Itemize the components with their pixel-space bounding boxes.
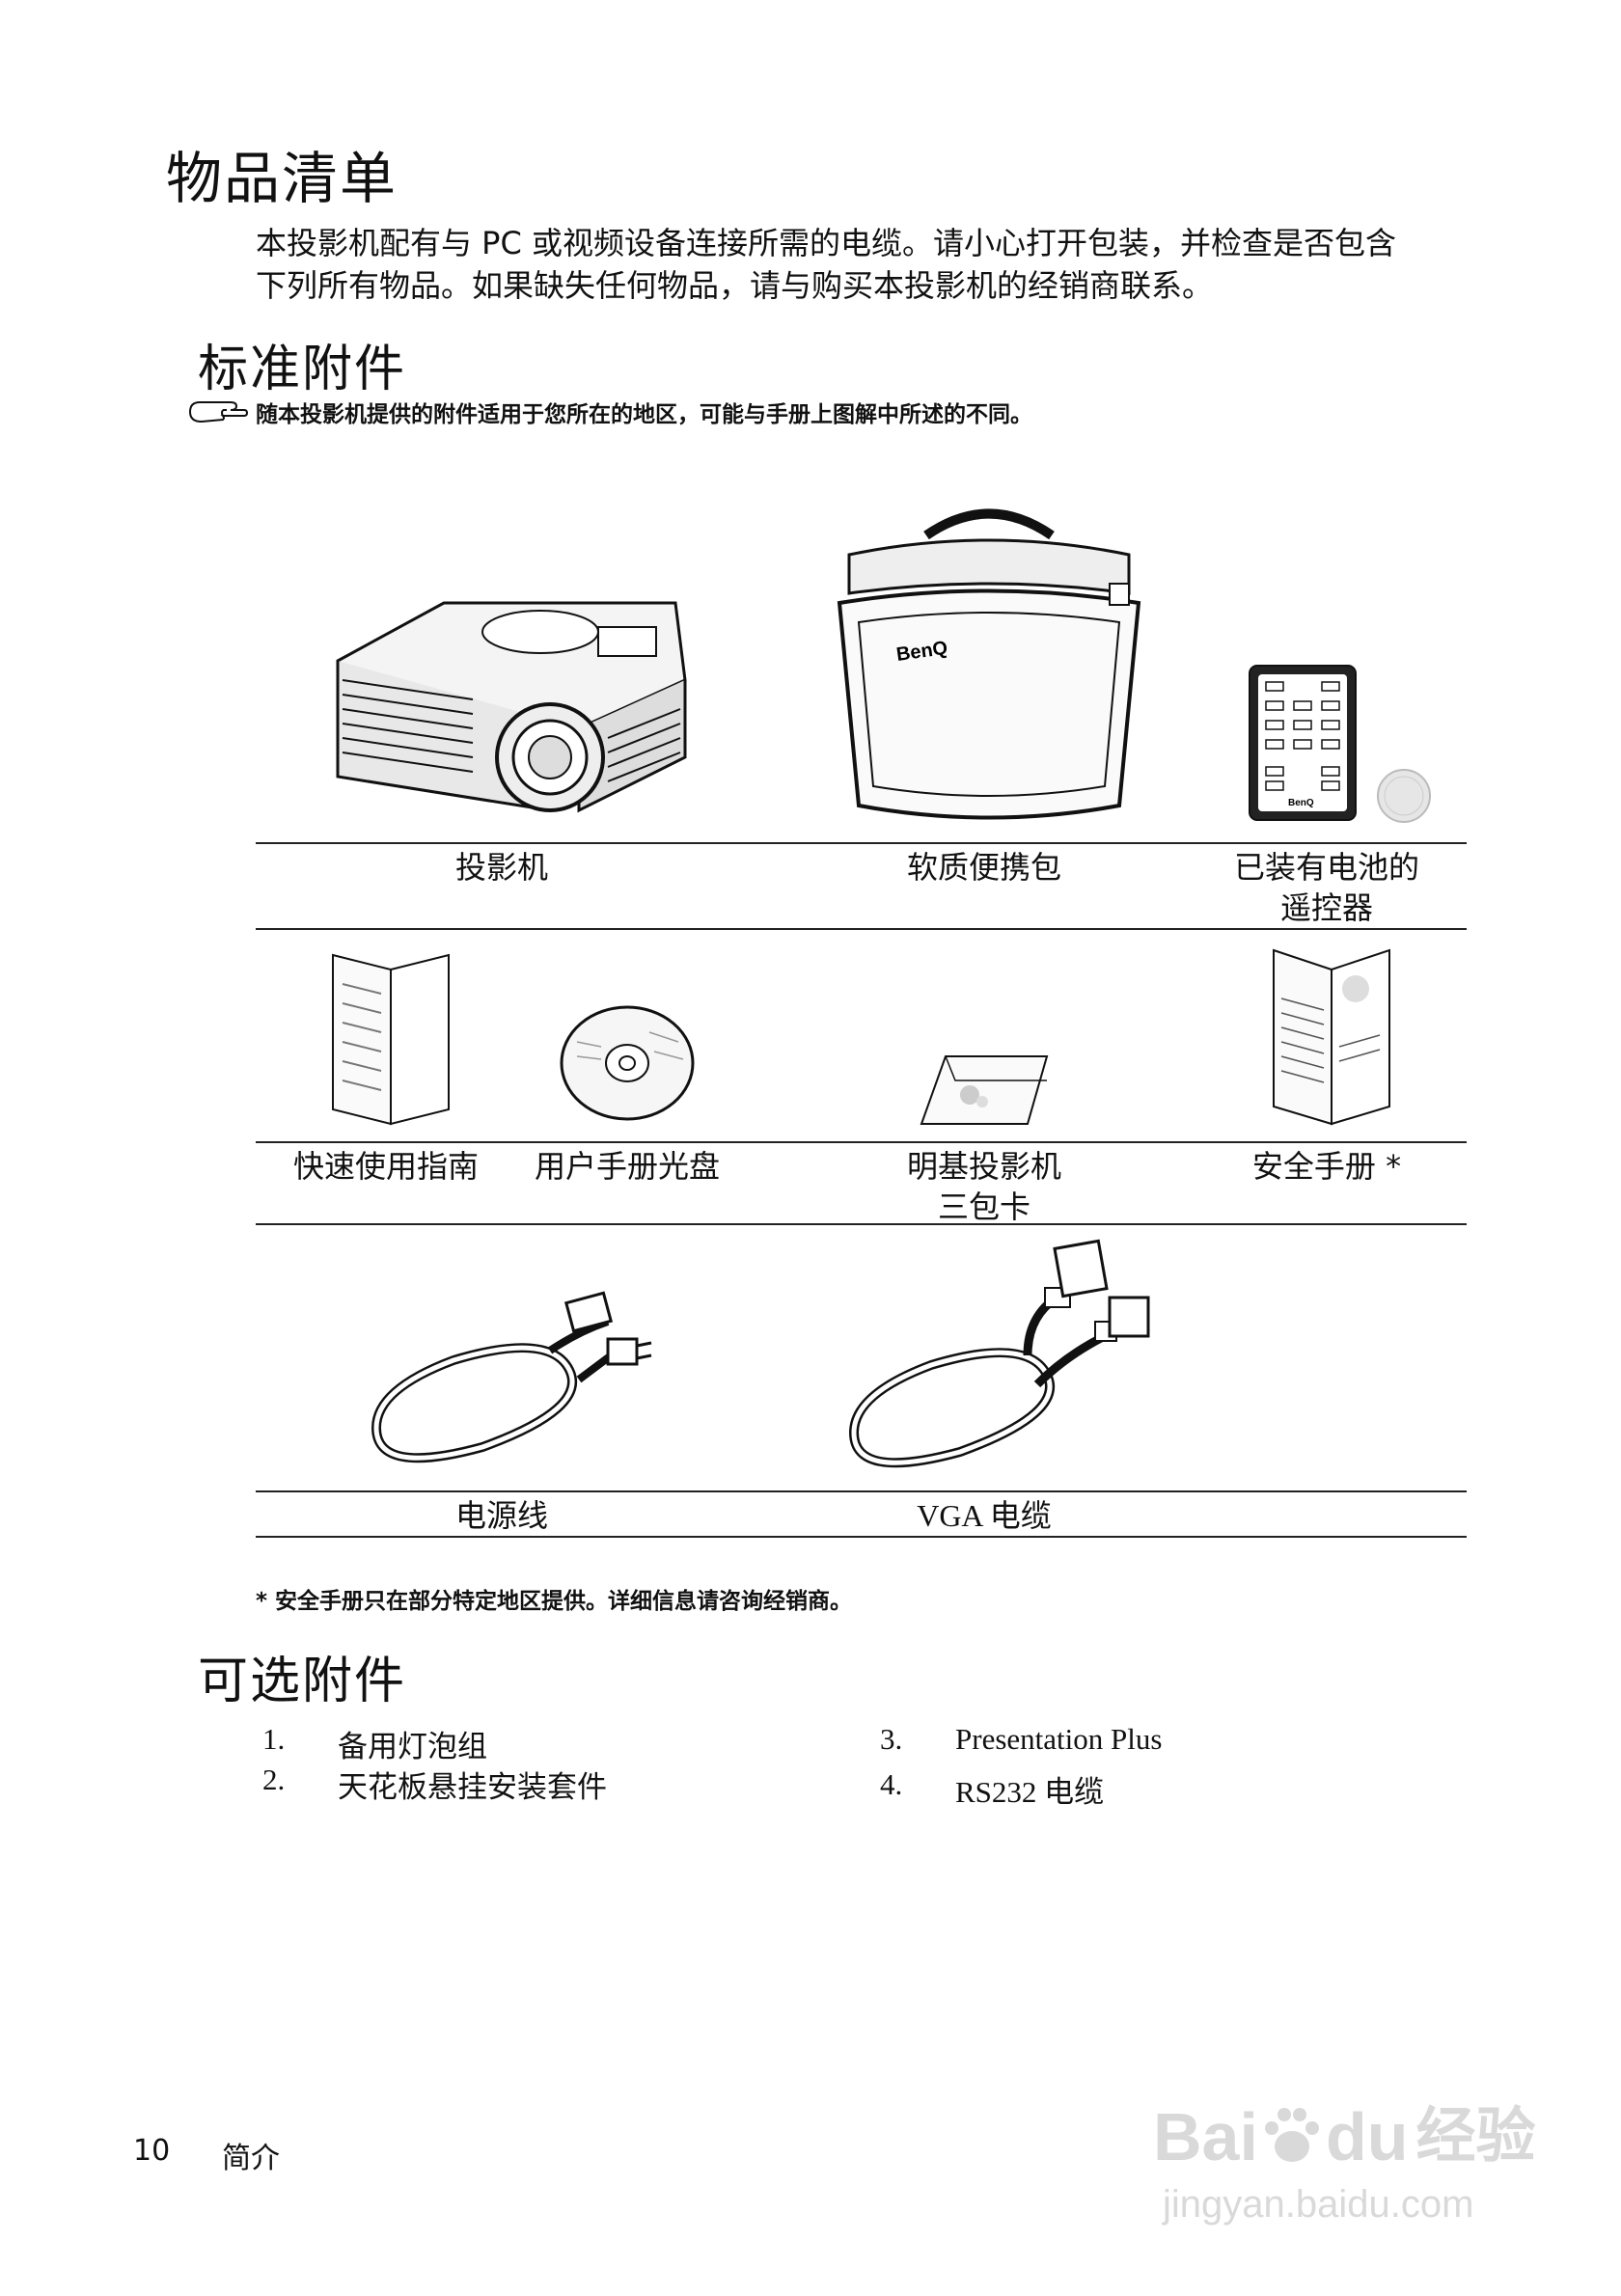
- safety-manual-illustration: [1273, 948, 1390, 1126]
- label-warranty-line-2: 三包卡: [937, 1189, 1030, 1225]
- label-vga-cable: VGA 电缆: [917, 1498, 1052, 1533]
- optional-item-number: 4.: [880, 1767, 903, 1801]
- label-projector: 投影机: [454, 849, 548, 886]
- watermark-brand: Bai: [1153, 2099, 1258, 2174]
- label-remote-line-1: 已装有电池的: [1233, 849, 1419, 886]
- baidu-watermark: Bai du 经验 jingyan.baidu.com: [1153, 2098, 1535, 2227]
- optional-item-text: RS232 电缆: [955, 1775, 1105, 1809]
- row1-top-rule: [256, 842, 1467, 844]
- standard-accessories-heading: 标准附件: [198, 341, 407, 398]
- region-note: 随本投影机提供的附件适用于您所在的地区，可能与手册上图解中所述的不同。: [188, 396, 1032, 428]
- page-title: 物品清单: [166, 146, 398, 211]
- cd-illustration: [560, 1005, 695, 1121]
- remote-brand-logo: BenQ: [1288, 798, 1314, 808]
- quick-guide-illustration: [332, 953, 450, 1126]
- label-safety-manual: 安全手册 *: [1251, 1148, 1402, 1185]
- optional-accessories-heading: 可选附件: [198, 1653, 407, 1710]
- baidu-paw-icon: [1264, 2108, 1319, 2162]
- label-carry-bag: 软质便携包: [906, 849, 1061, 886]
- watermark-brand-2: du: [1325, 2099, 1409, 2174]
- label-remote-line-2: 遥控器: [1279, 889, 1373, 926]
- watermark-url: jingyan.baidu.com: [1163, 2183, 1474, 2226]
- projector-illustration: [336, 601, 687, 813]
- row3-bottom-rule: [256, 1536, 1467, 1538]
- label-user-manual-cd: 用户手册光盘: [534, 1148, 720, 1185]
- vga-cable-illustration: [848, 1239, 1150, 1468]
- carry-bag-illustration: BenQ: [837, 508, 1141, 820]
- remote-control-illustration: BenQ: [1249, 665, 1431, 823]
- label-warranty-line-1: 明基投影机: [906, 1148, 1061, 1185]
- row2-top-rule: [256, 1141, 1467, 1143]
- page-number: 10: [133, 2134, 171, 2168]
- optional-item-number: 3.: [880, 1722, 903, 1756]
- optional-item-number: 2.: [262, 1763, 286, 1796]
- label-quick-guide: 快速使用指南: [292, 1148, 479, 1185]
- intro-line-1: 本投影机配有与 PC 或视频设备连接所需的电缆。请小心打开包装，并检查是否包含: [256, 225, 1396, 261]
- optional-item-text: 天花板悬挂安装套件: [338, 1770, 607, 1805]
- intro-line-2: 下列所有物品。如果缺失任何物品，请与购买本投影机的经销商联系。: [256, 267, 1214, 304]
- optional-item-text: Presentation Plus: [955, 1722, 1163, 1756]
- watermark-suffix: 经验: [1415, 2103, 1536, 2170]
- hand-pointer-icon: [188, 401, 249, 424]
- warranty-card-illustration: [920, 1055, 1049, 1125]
- region-note-text: 随本投影机提供的附件适用于您所在的地区，可能与手册上图解中所述的不同。: [256, 402, 1032, 427]
- power-cord-illustration: [371, 1291, 652, 1463]
- intro-paragraph: 本投影机配有与 PC 或视频设备连接所需的电缆。请小心打开包装，并检查是否包含 …: [256, 222, 1471, 307]
- row3-top-rule: [256, 1490, 1467, 1492]
- footnote: * 安全手册只在部分特定地区提供。详细信息请咨询经销商。: [256, 1589, 853, 1614]
- label-power-cord: 电源线: [454, 1497, 548, 1534]
- optional-item-text: 备用灯泡组: [338, 1730, 487, 1764]
- row2-bottom-rule: [256, 1223, 1467, 1225]
- row1-bottom-rule: [256, 928, 1467, 930]
- optional-item-number: 1.: [262, 1722, 286, 1756]
- footer-section: 简介: [222, 2142, 280, 2175]
